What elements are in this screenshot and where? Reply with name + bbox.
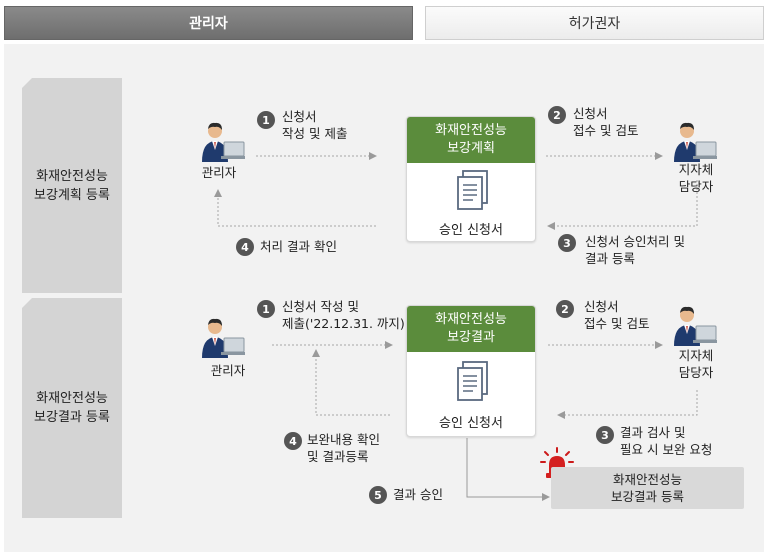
- arrow-step5-result: [466, 438, 550, 501]
- step-badge: 3: [558, 234, 576, 252]
- row-label-result: 화재안전성능 보강결과 등록: [22, 298, 122, 518]
- step2-text-result: 신청서 접수 및 검토: [584, 299, 650, 331]
- result-registration-box: 화재안전성능 보강결과 등록: [551, 467, 744, 509]
- card-result-footer: 승인 신청서: [439, 416, 503, 431]
- step1-text-plan: 신청서 작성 및 제출: [282, 109, 348, 141]
- step4-text-result: 보완내용 확인 및 결과등록: [307, 432, 380, 464]
- arrow-step4-result: [312, 349, 390, 416]
- step-badge: 4: [236, 238, 254, 256]
- step-badge: 2: [548, 106, 566, 124]
- step-badge: 3: [596, 426, 614, 444]
- document-icon: [457, 170, 488, 210]
- document-icon: [457, 361, 488, 401]
- step-badge: 1: [257, 300, 275, 318]
- row-label-plan: 화재안전성능 보강계획 등록: [22, 78, 122, 293]
- admin-label-plan: 관리자: [201, 165, 237, 180]
- official-label-plan: 지자체 담당자: [678, 162, 714, 194]
- card-result: 화재안전성능 보강결과 승인 신청서: [406, 305, 536, 437]
- step3-text-plan: 신청서 승인처리 및 결과 등록: [585, 234, 685, 266]
- admin-person-icon: [201, 122, 245, 162]
- step5-text-result: 결과 승인: [393, 487, 443, 502]
- arrow-step4-plan: [214, 189, 376, 227]
- step4-text-plan: 처리 결과 확인: [260, 239, 337, 254]
- official-label-result: 지자체 담당자: [678, 348, 714, 380]
- official-person-icon: [673, 306, 717, 346]
- arrow-step3-plan: [547, 180, 698, 230]
- arrow-step3-result: [557, 390, 698, 419]
- tab-authority[interactable]: 허가권자: [425, 6, 764, 40]
- step-badge: 1: [257, 111, 275, 129]
- admin-person-icon: [201, 318, 245, 358]
- card-plan-footer: 승인 신청서: [439, 223, 503, 238]
- step3-text-result: 결과 검사 및 필요 시 보완 요청: [620, 425, 713, 457]
- step2-text-plan: 신청서 접수 및 검토: [573, 106, 639, 138]
- card-plan: 화재안전성능 보강계획 승인 신청서: [406, 116, 536, 242]
- official-person-icon: [673, 122, 717, 162]
- step1-text-result: 신청서 작성 및 제출('22.12.31. 까지): [282, 299, 405, 331]
- step-badge: 5: [369, 486, 387, 504]
- tab-admin[interactable]: 관리자: [4, 6, 413, 40]
- step-badge: 4: [284, 432, 302, 450]
- card-result-title: 화재안전성능 보강결과: [407, 306, 535, 352]
- card-plan-title: 화재안전성능 보강계획: [407, 117, 535, 163]
- admin-label-result: 관리자: [210, 363, 246, 378]
- step-badge: 2: [556, 300, 574, 318]
